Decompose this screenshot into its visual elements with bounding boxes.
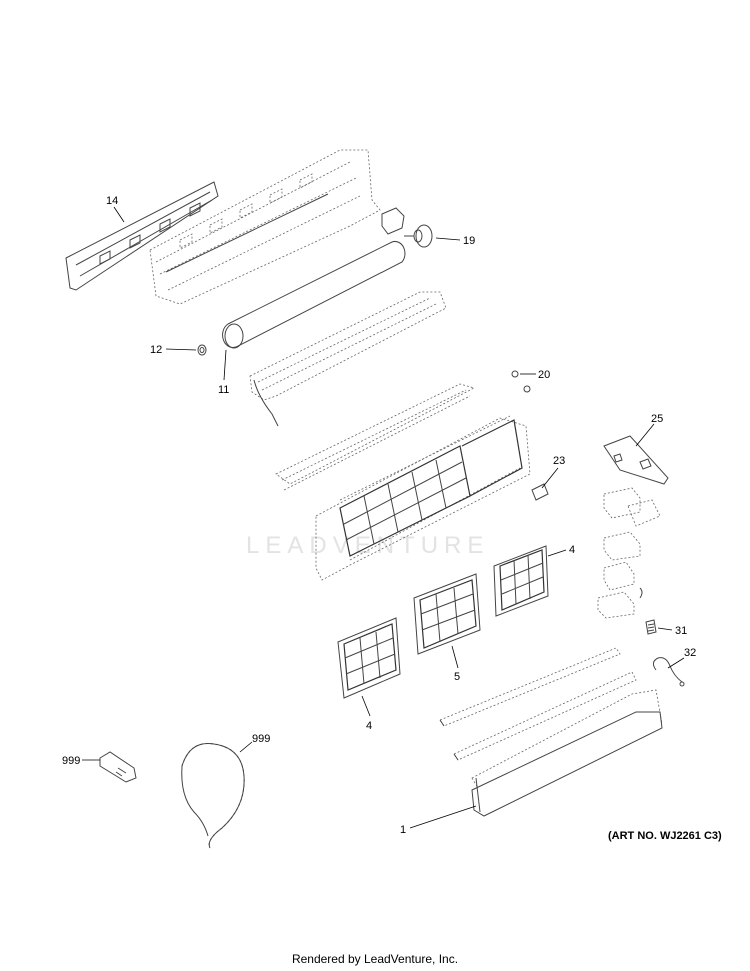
callout-25[interactable]: 25 xyxy=(651,413,663,425)
callout-20[interactable]: 20 xyxy=(538,369,550,381)
callout-4a[interactable]: 4 xyxy=(569,544,575,556)
part-23-sensor[interactable] xyxy=(531,483,549,501)
callout-14[interactable]: 14 xyxy=(106,195,118,207)
art-number: (ART NO. WJ2261 C3) xyxy=(608,830,722,842)
callout-23[interactable]: 23 xyxy=(553,455,565,467)
callout-31[interactable]: 31 xyxy=(675,625,687,637)
part-front-grille[interactable] xyxy=(315,415,531,581)
part-drain-pan[interactable] xyxy=(275,383,476,491)
part-19-fan-motor[interactable] xyxy=(404,224,433,248)
callout-12[interactable]: 12 xyxy=(150,344,162,356)
part-11-blower-wheel[interactable] xyxy=(222,240,406,349)
part-1-front-panel[interactable] xyxy=(471,689,663,817)
callout-11[interactable]: 11 xyxy=(218,384,229,396)
leader-5 xyxy=(451,645,459,669)
leader-23 xyxy=(541,467,559,489)
leader-25 xyxy=(635,423,655,447)
callout-5[interactable]: 5 xyxy=(454,671,460,683)
part-chassis-housing[interactable] xyxy=(149,149,381,305)
part-25-control-board[interactable] xyxy=(603,435,669,485)
part-evaporator-coil[interactable] xyxy=(249,291,447,427)
part-999-remote-control[interactable] xyxy=(99,751,137,783)
callout-999b[interactable]: 999 xyxy=(252,733,270,745)
part-14-mounting-plate[interactable] xyxy=(65,181,219,291)
leader-4a xyxy=(547,549,567,557)
part-4-air-filter-left[interactable] xyxy=(337,617,401,699)
callout-19[interactable]: 19 xyxy=(463,235,475,247)
callout-999a[interactable]: 999 xyxy=(62,755,80,767)
leader-14 xyxy=(113,206,125,223)
leader-19 xyxy=(435,237,461,241)
part-4-air-filter-right[interactable] xyxy=(493,545,549,617)
part-31-connector[interactable] xyxy=(645,619,657,635)
callout-1[interactable]: 1 xyxy=(400,824,406,836)
part-32-wire-harness[interactable] xyxy=(652,657,685,687)
part-5-air-filter-center[interactable] xyxy=(413,573,481,655)
leader-11 xyxy=(223,349,227,381)
footer-credit: Rendered by LeadVenture, Inc. xyxy=(291,952,459,966)
motor-bracket[interactable] xyxy=(381,207,405,235)
leader-1 xyxy=(409,805,477,829)
part-12-bearing[interactable] xyxy=(197,344,207,356)
leader-999b xyxy=(239,741,253,753)
leader-32 xyxy=(667,657,685,669)
callout-32[interactable]: 32 xyxy=(684,647,696,659)
leader-4b xyxy=(361,695,371,717)
watermark-text: LEADVENTURE xyxy=(246,532,490,559)
part-louvers[interactable] xyxy=(439,647,637,761)
callout-4b[interactable]: 4 xyxy=(366,720,372,732)
part-999-hose-wrap[interactable] xyxy=(181,742,245,849)
part-20-clip[interactable] xyxy=(511,370,531,393)
part-electrical-box[interactable] xyxy=(597,487,661,619)
leader-31 xyxy=(657,627,673,631)
leader-12 xyxy=(165,348,197,351)
